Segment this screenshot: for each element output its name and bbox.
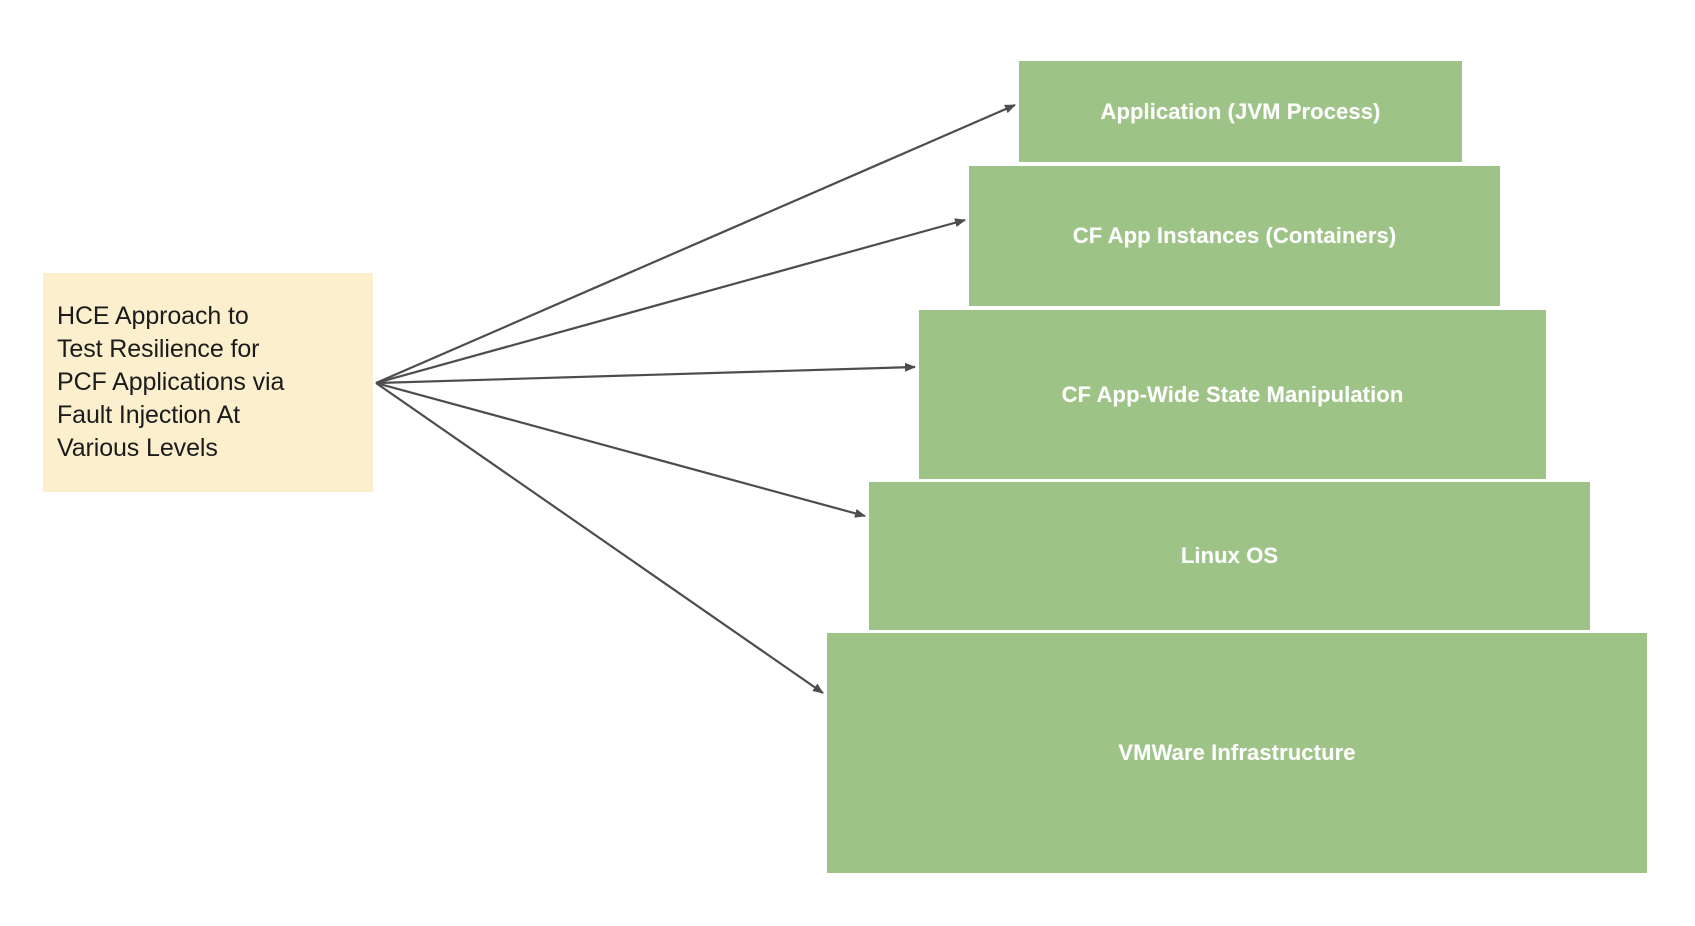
layer-label-linux-os: Linux OS	[1180, 543, 1279, 568]
layer-box-linux-os[interactable]: Linux OS	[869, 482, 1590, 630]
layer-box-cf-app-instances[interactable]: CF App Instances (Containers)	[969, 166, 1500, 306]
arrow-to-linux-os	[375, 381, 866, 518]
layer-label-vmware-infrastructure: VMWare Infrastructure	[1118, 740, 1356, 765]
source-note-box[interactable]: HCE Approach to Test Resilience for PCF …	[43, 273, 373, 492]
layer-box-application[interactable]: Application (JVM Process)	[1019, 61, 1462, 162]
arrow-to-cf-app-instances	[375, 218, 966, 385]
layer-label-application: Application (JVM Process)	[1100, 98, 1381, 124]
layer-box-cf-app-wide-state[interactable]: CF App-Wide State Manipulation	[919, 310, 1546, 479]
arrow-to-cf-app-wide-state	[375, 362, 916, 385]
layer-label-cf-app-instances: CF App Instances (Containers)	[1072, 223, 1397, 248]
layer-label-cf-app-wide-state: CF App-Wide State Manipulation	[1061, 381, 1404, 407]
arrow-to-vmware	[375, 382, 824, 694]
source-note-text: HCE Approach to Test Resilience for PCF …	[57, 302, 285, 462]
layer-box-vmware-infrastructure[interactable]: VMWare Infrastructure	[827, 633, 1647, 873]
